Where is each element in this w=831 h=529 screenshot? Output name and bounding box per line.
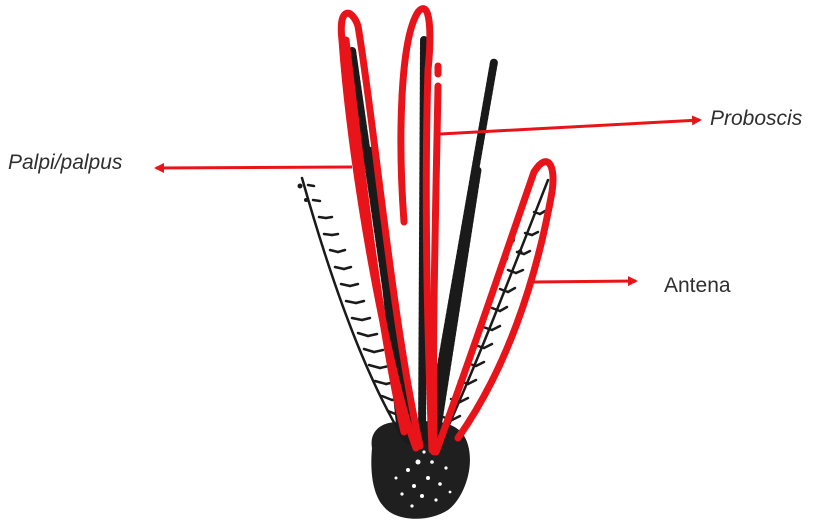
antena-label: Antena [664, 275, 731, 296]
palpi-arrow [156, 167, 352, 168]
proboscis-label: Proboscis [710, 108, 802, 129]
antena-arrow [534, 281, 636, 282]
palpi-label: Palpi/palpus [8, 152, 122, 173]
antenna-dots [298, 184, 523, 261]
